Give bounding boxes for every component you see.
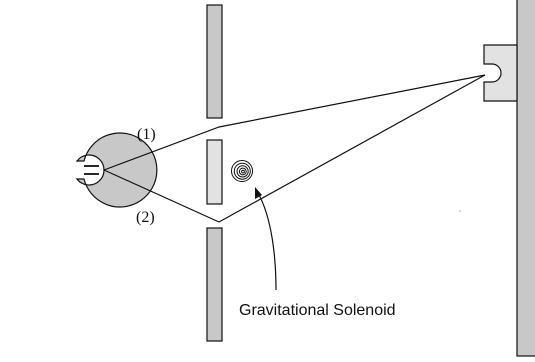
barrier-bottom xyxy=(206,227,223,342)
path-1 xyxy=(103,74,486,171)
path-2 xyxy=(103,74,486,223)
gravitational-solenoid-spiral-icon xyxy=(231,160,253,182)
barrier-middle xyxy=(206,139,223,205)
solenoid-pointer-arrow xyxy=(257,192,277,291)
barrier-top xyxy=(206,4,223,119)
path-2-label: (2) xyxy=(136,209,155,226)
speck xyxy=(459,210,461,212)
detector xyxy=(483,44,518,102)
particle-source xyxy=(75,132,158,208)
path-1-label: (1) xyxy=(137,126,156,143)
solenoid-label: Gravitational Solenoid xyxy=(239,302,396,319)
solenoid-pointer-arrowhead xyxy=(255,187,262,199)
detection-screen xyxy=(516,0,535,357)
